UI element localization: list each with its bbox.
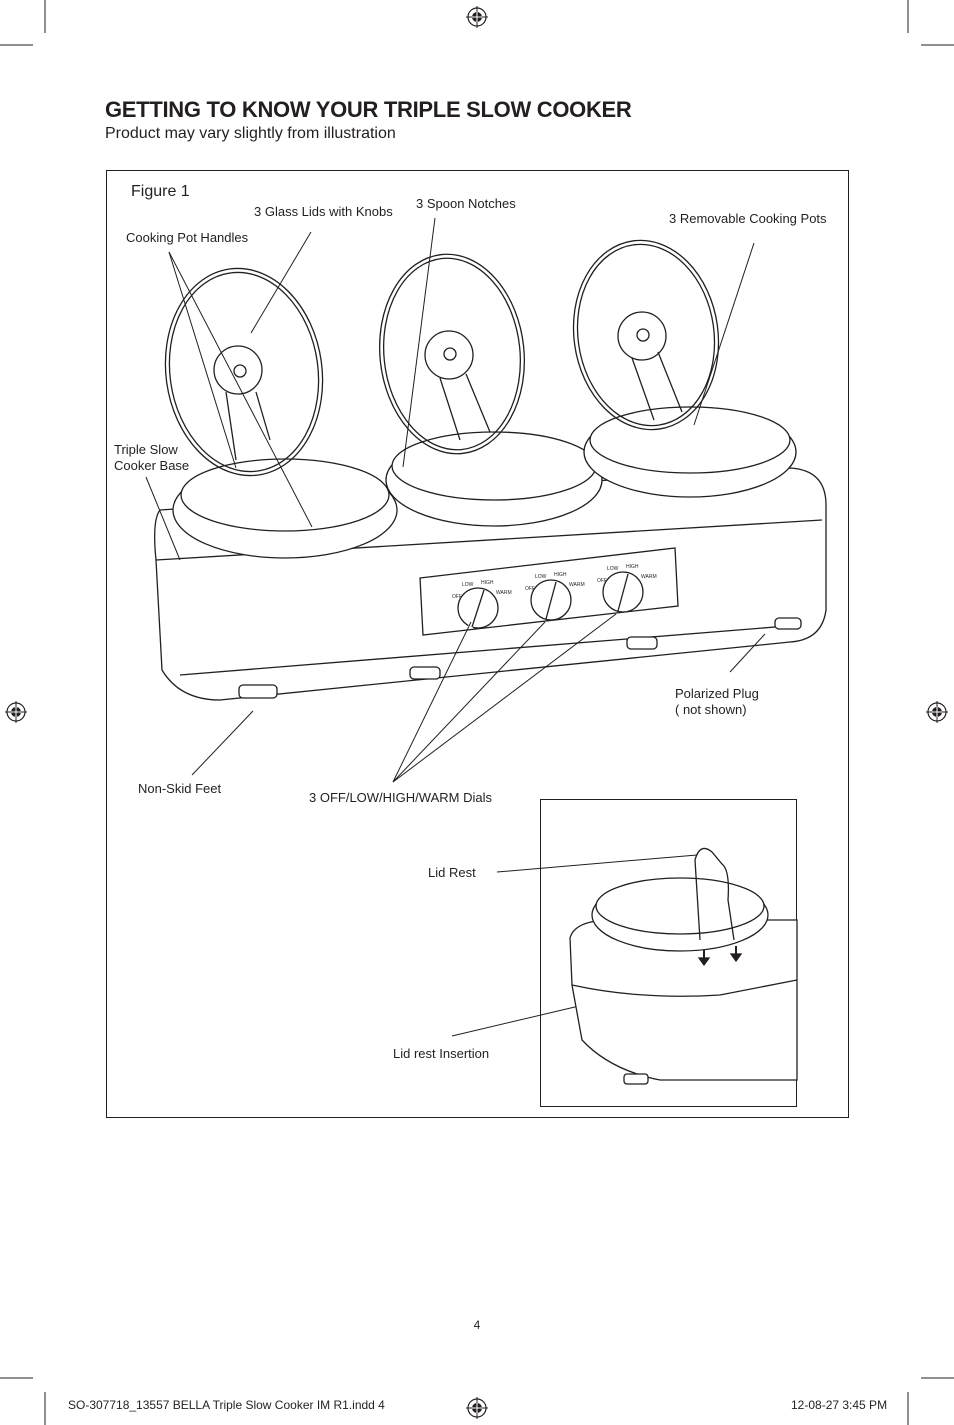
dial-1-label-off: OFF: [452, 594, 462, 600]
callout-pot-handles: Cooking Pot Handles: [126, 230, 249, 245]
foot: [238, 684, 278, 699]
inset-base: [569, 919, 798, 1081]
foot: [626, 636, 658, 650]
foot: [409, 666, 441, 680]
dial-3-label-off: OFF: [597, 578, 607, 584]
callout-lid-rest: Lid Rest: [428, 865, 476, 880]
dial-1-label-low: LOW: [462, 582, 474, 588]
callout-base-line2: Cooker Base: [114, 458, 190, 473]
glass-lid-3: [572, 239, 720, 431]
dial-1-label-high: HIGH: [481, 580, 494, 586]
dial-1-label-warm: WARM: [496, 590, 512, 596]
dial-2-label-warm: WARM: [569, 582, 585, 588]
page-title: GETTING TO KNOW YOUR TRIPLE SLOW COOKER: [105, 97, 632, 122]
callout-lid-rest-insertion: Lid rest Insertion: [393, 1046, 490, 1061]
dial-2-label-low: LOW: [535, 574, 547, 580]
dial-3-label-high: HIGH: [626, 564, 639, 570]
callout-spoon-notches: 3 Spoon Notches: [416, 196, 516, 211]
glass-lid-2: [378, 253, 526, 455]
glass-lid-1: [164, 267, 324, 477]
registration-mark-icon: [466, 6, 488, 28]
callout-base-line1: Triple Slow: [114, 442, 178, 457]
page-subtitle: Product may vary slightly from illustrat…: [105, 125, 396, 142]
callout-non-skid-feet: Non-Skid Feet: [138, 781, 222, 796]
dial-3-label-warm: WARM: [641, 574, 657, 580]
dial-2-label-off: OFF: [525, 586, 535, 592]
callout-polarized-plug-line1: Polarized Plug: [675, 686, 759, 701]
callout-cooking-pots: 3 Removable Cooking Pots: [669, 211, 827, 226]
registration-mark-icon: [5, 701, 27, 723]
callout-dials: 3 OFF/LOW/HIGH/WARM Dials: [309, 790, 492, 805]
lid-rest-wire: [694, 847, 735, 941]
registration-mark-icon: [466, 1397, 488, 1419]
figure-frame: [106, 170, 849, 1118]
print-timestamp: 12-08-27 3:45 PM: [791, 1398, 888, 1412]
figure-label: Figure 1: [131, 183, 190, 200]
registration-mark-icon: [926, 701, 948, 723]
foot: [774, 617, 802, 630]
file-slug: SO-307718_13557 BELLA Triple Slow Cooker…: [68, 1398, 385, 1412]
dial-3-label-low: LOW: [607, 566, 619, 572]
page-number: 4: [473, 1318, 481, 1332]
callout-polarized-plug-line2: ( not shown): [675, 702, 747, 717]
callout-glass-lids: 3 Glass Lids with Knobs: [254, 204, 393, 219]
dial-2-label-high: HIGH: [554, 572, 567, 578]
